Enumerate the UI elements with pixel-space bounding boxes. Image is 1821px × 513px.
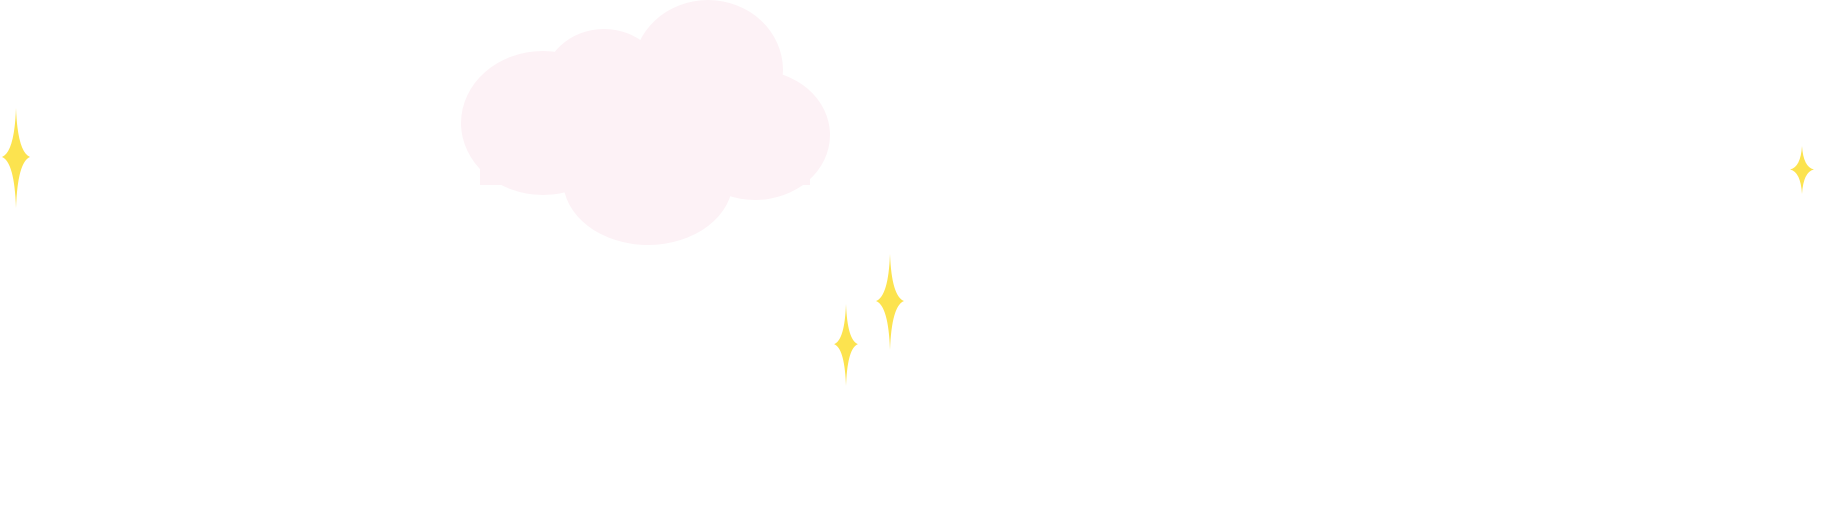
sparkle-icon: [2, 108, 31, 208]
sparkle-icon: [834, 304, 858, 386]
sparkle-icon: [1790, 146, 1814, 194]
cloud-icon: [461, 0, 830, 245]
sparkle-icon: [876, 254, 904, 350]
